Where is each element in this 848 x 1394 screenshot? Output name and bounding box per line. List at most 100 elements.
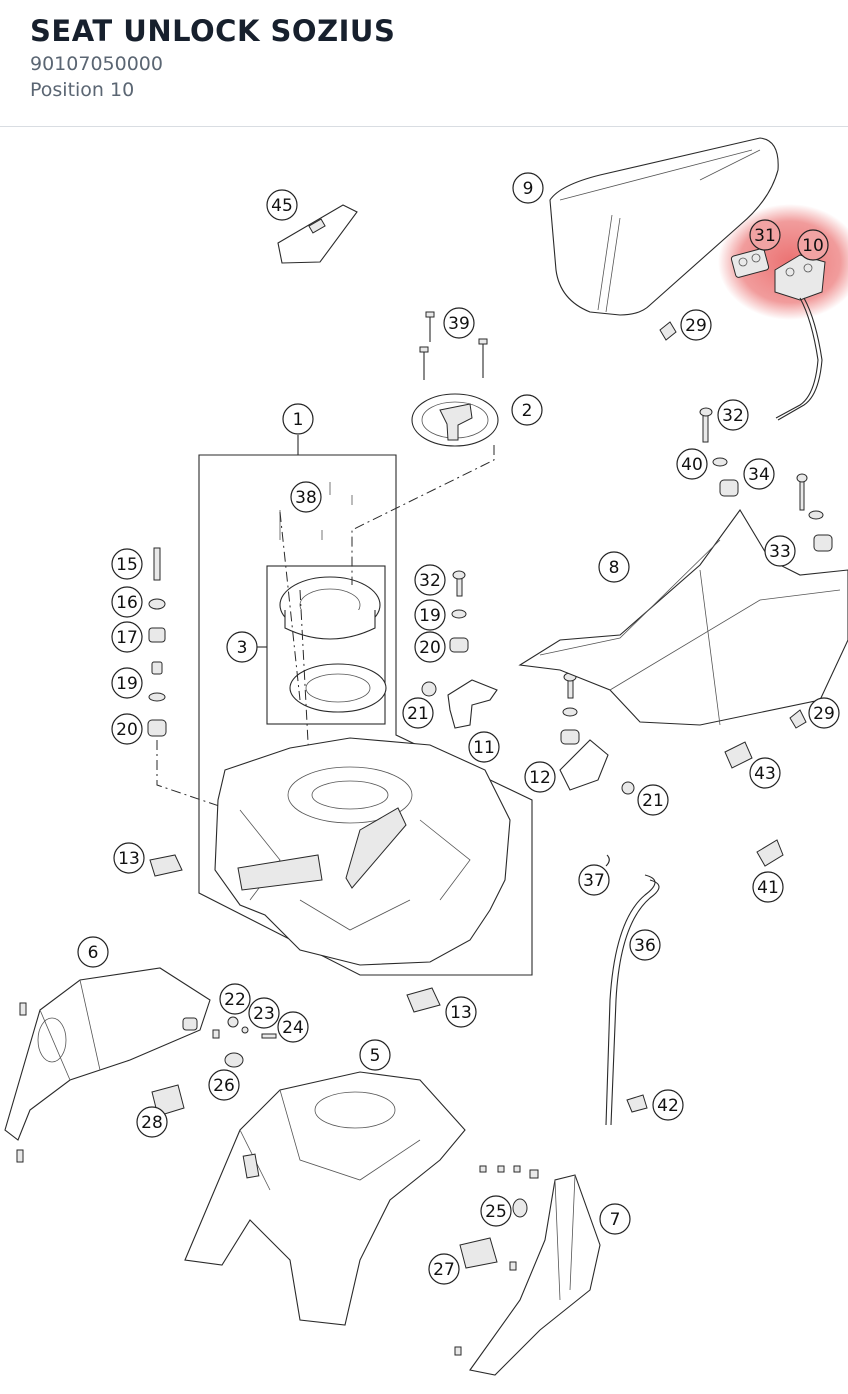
callout-27[interactable]: 27 [428,1253,460,1285]
callout-37[interactable]: 37 [578,864,610,896]
callout-9[interactable]: 9 [512,172,544,204]
svg-text:5: 5 [370,1046,381,1066]
rear-seat-part [549,137,779,316]
svg-text:24: 24 [282,1018,304,1038]
callout-39[interactable]: 39 [443,307,475,339]
pad-13a-part [149,854,183,877]
svg-text:29: 29 [813,704,835,724]
position-label: Position 10 [30,79,135,101]
callout-41[interactable]: 41 [752,871,784,903]
callout-20-left[interactable]: 20 [111,713,143,745]
seat-unlock-part [730,248,826,421]
callout-19-mid[interactable]: 19 [414,599,446,631]
callout-36[interactable]: 36 [629,929,661,961]
callout-45[interactable]: 45 [266,189,298,221]
callout-38[interactable]: 38 [290,481,322,513]
svg-text:38: 38 [295,488,317,508]
callout-23[interactable]: 23 [248,997,280,1029]
callout-33[interactable]: 33 [764,535,796,567]
middle-fasteners [421,570,635,795]
right-small-parts [605,741,784,867]
callout-3[interactable]: 3 [226,631,258,663]
leader-lines [156,445,495,880]
svg-text:25: 25 [485,1202,507,1222]
svg-text:6: 6 [88,943,99,963]
callout-15[interactable]: 15 [111,548,143,580]
callout-11[interactable]: 11 [468,731,500,763]
svg-text:45: 45 [271,196,293,216]
callout-8[interactable]: 8 [598,551,630,583]
svg-text:34: 34 [748,465,770,485]
callout-22[interactable]: 22 [219,983,251,1015]
callout-19-left[interactable]: 19 [111,667,143,699]
svg-text:33: 33 [769,542,791,562]
svg-text:20: 20 [419,638,441,658]
part-number: 90107050000 [30,53,163,75]
fuel-pump-ring [279,482,387,713]
svg-text:41: 41 [757,878,779,898]
callout-29-top[interactable]: 29 [680,309,712,341]
callout-2[interactable]: 2 [511,394,543,426]
svg-text:1: 1 [293,410,304,430]
callout-13-right[interactable]: 13 [445,996,477,1028]
right-panel-part [454,1094,648,1376]
hose-part-outline [610,879,660,1126]
svg-text:15: 15 [116,555,138,575]
left-panel-part [4,967,211,1163]
svg-text:12: 12 [529,768,551,788]
remote-part [277,204,358,264]
callout-20-mid[interactable]: 20 [414,631,446,663]
callout-5[interactable]: 5 [359,1039,391,1071]
callout-32-top[interactable]: 32 [717,399,749,431]
tank-group-frame [198,435,533,976]
fuel-cap-part [411,311,499,447]
page-header: SEAT UNLOCK SOZIUS 90107050000 Position … [0,0,848,127]
callout-17[interactable]: 17 [111,621,143,653]
callout-13-left[interactable]: 13 [113,842,145,874]
svg-text:23: 23 [253,1004,275,1024]
svg-text:31: 31 [754,226,776,246]
callout-26[interactable]: 26 [208,1069,240,1101]
svg-text:29: 29 [685,316,707,336]
svg-text:13: 13 [118,849,140,869]
callout-21-right[interactable]: 21 [637,784,669,816]
callout-42[interactable]: 42 [652,1089,684,1121]
callout-32-mid[interactable]: 32 [414,564,446,596]
svg-text:40: 40 [681,455,703,475]
callout-6[interactable]: 6 [77,936,109,968]
callout-16[interactable]: 16 [111,586,143,618]
callout-12[interactable]: 12 [524,761,556,793]
callout-40[interactable]: 40 [676,448,708,480]
callout-21-left[interactable]: 21 [402,697,434,729]
callout-24[interactable]: 24 [277,1011,309,1043]
callout-43[interactable]: 43 [749,757,781,789]
svg-text:8: 8 [609,558,620,578]
svg-text:19: 19 [116,674,138,694]
callout-1[interactable]: 1 [282,403,314,435]
callout-25[interactable]: 25 [480,1195,512,1227]
callout-31[interactable]: 31 [749,219,781,251]
exploded-parts-diagram: 45 9 31 10 29 39 2 1 32 40 34 38 33 8 15… [0,127,848,1390]
svg-text:32: 32 [419,571,441,591]
svg-text:20: 20 [116,720,138,740]
svg-text:36: 36 [634,936,656,956]
svg-text:43: 43 [754,764,776,784]
svg-text:21: 21 [407,704,429,724]
diagram-svg: 45 9 31 10 29 39 2 1 32 40 34 38 33 8 15… [4,137,848,1376]
left-fasteners [147,547,167,737]
callout-29-right[interactable]: 29 [808,697,840,729]
svg-text:32: 32 [722,406,744,426]
callout-10[interactable]: 10 [797,229,829,261]
callout-34[interactable]: 34 [743,458,775,490]
svg-text:42: 42 [657,1096,679,1116]
page-title: SEAT UNLOCK SOZIUS [30,14,396,48]
svg-text:11: 11 [473,738,495,758]
callout-28[interactable]: 28 [136,1106,168,1138]
svg-text:9: 9 [523,179,534,199]
callout-7[interactable]: 7 [599,1203,631,1235]
fuel-tank-part [214,737,511,966]
svg-text:3: 3 [237,638,248,658]
svg-text:7: 7 [610,1210,621,1230]
svg-text:17: 17 [116,628,138,648]
hose-part [605,874,656,1126]
